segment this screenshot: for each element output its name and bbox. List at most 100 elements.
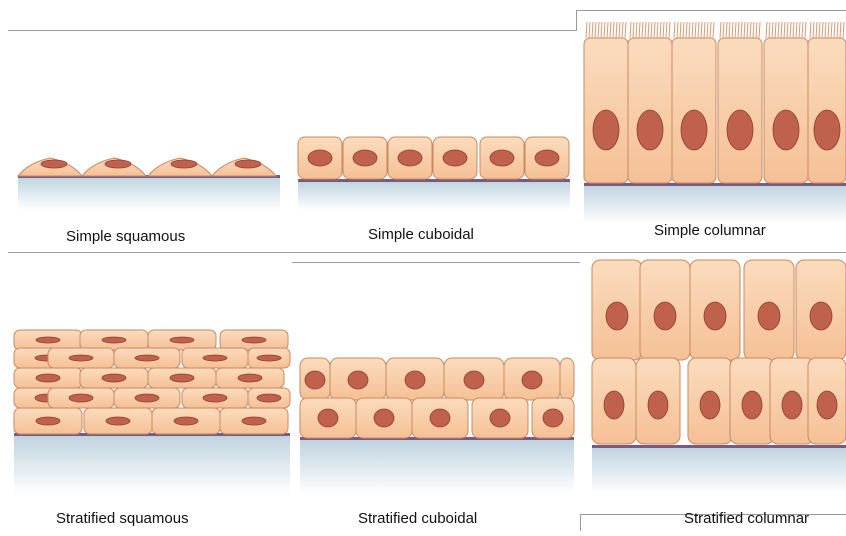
middle-divider-line-2 xyxy=(292,262,580,263)
cilium xyxy=(840,22,841,38)
cilium xyxy=(674,22,675,38)
cilium xyxy=(616,22,617,38)
cilium xyxy=(610,22,611,38)
nucleus xyxy=(604,391,624,419)
cilium xyxy=(592,22,593,38)
cilium xyxy=(750,22,751,38)
cilium xyxy=(769,22,770,38)
cilium xyxy=(784,22,785,38)
cilium xyxy=(825,22,826,38)
cilium xyxy=(604,22,605,38)
nucleus xyxy=(464,371,484,389)
panel-stratified-cuboidal xyxy=(300,358,574,494)
nucleus xyxy=(814,110,840,150)
nucleus xyxy=(36,417,60,425)
cilium xyxy=(598,22,599,38)
cilium xyxy=(822,22,823,38)
nucleus xyxy=(203,394,227,402)
cilium xyxy=(595,22,596,38)
nucleus xyxy=(490,409,510,427)
nucleus xyxy=(102,374,126,382)
nucleus xyxy=(170,337,194,343)
connective-tissue xyxy=(298,180,570,210)
nucleus xyxy=(41,160,67,168)
nucleus xyxy=(135,355,159,361)
caption-stratified-cuboidal: Stratified cuboidal xyxy=(358,510,477,527)
caption-stratified-squamous: Stratified squamous xyxy=(56,510,189,527)
top-divider-line xyxy=(8,30,576,31)
cilium xyxy=(601,22,602,38)
cilium xyxy=(713,22,714,38)
cilium xyxy=(648,22,649,38)
cilium xyxy=(666,22,667,38)
nucleus xyxy=(238,374,262,382)
nucleus xyxy=(174,417,198,425)
cilium xyxy=(636,22,637,38)
cilium xyxy=(680,22,681,38)
cilium xyxy=(622,22,623,38)
nucleus xyxy=(773,110,799,150)
cilium xyxy=(654,22,655,38)
nucleus xyxy=(36,337,60,343)
panel-stratified-columnar xyxy=(592,260,846,494)
nucleus xyxy=(106,417,130,425)
connective-tissue xyxy=(584,184,846,224)
cilium xyxy=(790,22,791,38)
cilium xyxy=(677,22,678,38)
nucleus xyxy=(308,150,332,166)
cell xyxy=(560,358,574,400)
connective-tissue xyxy=(592,446,846,494)
basement-membrane xyxy=(592,445,846,448)
nucleus xyxy=(318,409,338,427)
cilium xyxy=(744,22,745,38)
cilium xyxy=(813,22,814,38)
nucleus xyxy=(742,391,762,419)
nucleus xyxy=(443,150,467,166)
cilium xyxy=(759,22,760,38)
caption-simple-columnar: Simple columnar xyxy=(654,222,766,239)
nucleus xyxy=(170,374,194,382)
nucleus xyxy=(348,371,368,389)
cilium xyxy=(796,22,797,38)
cilium xyxy=(683,22,684,38)
nucleus xyxy=(36,374,60,382)
nucleus xyxy=(242,337,266,343)
nucleus xyxy=(700,391,720,419)
cilium xyxy=(831,22,832,38)
bottom-right-vertical-line xyxy=(580,514,581,531)
basement-membrane xyxy=(298,179,570,182)
cilium xyxy=(781,22,782,38)
cilium xyxy=(651,22,652,38)
cilium xyxy=(726,22,727,38)
cilium xyxy=(828,22,829,38)
cilium xyxy=(710,22,711,38)
nucleus xyxy=(535,150,559,166)
nucleus xyxy=(171,160,197,168)
nucleus xyxy=(242,417,266,425)
cilium xyxy=(837,22,838,38)
cilium xyxy=(819,22,820,38)
cilium xyxy=(753,22,754,38)
nucleus xyxy=(758,302,780,330)
nucleus xyxy=(606,302,628,330)
cilium xyxy=(723,22,724,38)
cilium xyxy=(633,22,634,38)
nucleus xyxy=(257,394,281,402)
nucleus xyxy=(648,391,668,419)
cilium xyxy=(663,22,664,38)
nucleus xyxy=(257,355,281,361)
cilium xyxy=(738,22,739,38)
panel-stratified-squamous xyxy=(14,330,290,494)
cilium xyxy=(669,22,670,38)
cilium xyxy=(778,22,779,38)
nucleus xyxy=(102,337,126,343)
nucleus xyxy=(704,302,726,330)
cilium xyxy=(799,22,800,38)
cilium xyxy=(692,22,693,38)
nucleus xyxy=(810,302,832,330)
cilium xyxy=(686,22,687,38)
nucleus xyxy=(405,371,425,389)
cilium xyxy=(642,22,643,38)
cilium xyxy=(772,22,773,38)
